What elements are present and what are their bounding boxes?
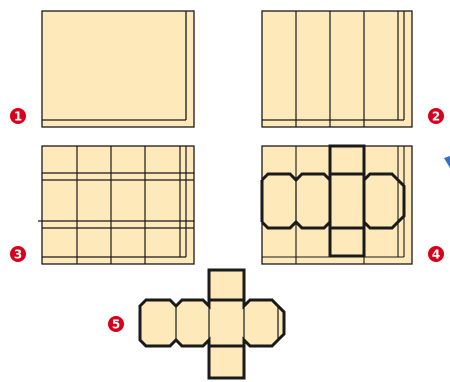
step-3-number: 3 (14, 248, 22, 262)
step-2-number: 2 (432, 110, 440, 124)
step-1-panel (42, 11, 194, 127)
net-face-top (209, 270, 244, 300)
step-4-sheet (262, 146, 412, 264)
step-4-number: 4 (432, 248, 440, 262)
net-face-bottom (209, 346, 244, 378)
step-5-cube-net (140, 270, 284, 378)
step-3-panel (38, 146, 194, 264)
step-4-panel (262, 146, 450, 264)
net-face-row (140, 300, 284, 346)
step-3-sheet (42, 146, 194, 264)
step-1-badge: 1 (10, 108, 26, 124)
step-1-sheet (42, 11, 194, 127)
step-1-number: 1 (14, 110, 22, 124)
step-3-badge: 3 (10, 246, 26, 262)
step-4-badge: 4 (428, 246, 444, 262)
step-5-number: 5 (112, 318, 120, 332)
step-2-badge: 2 (428, 108, 444, 124)
step-2-sheet (262, 11, 412, 127)
triangle-pointer-icon (444, 156, 450, 168)
step-2-panel (262, 11, 412, 127)
step-5-badge: 5 (108, 316, 124, 332)
